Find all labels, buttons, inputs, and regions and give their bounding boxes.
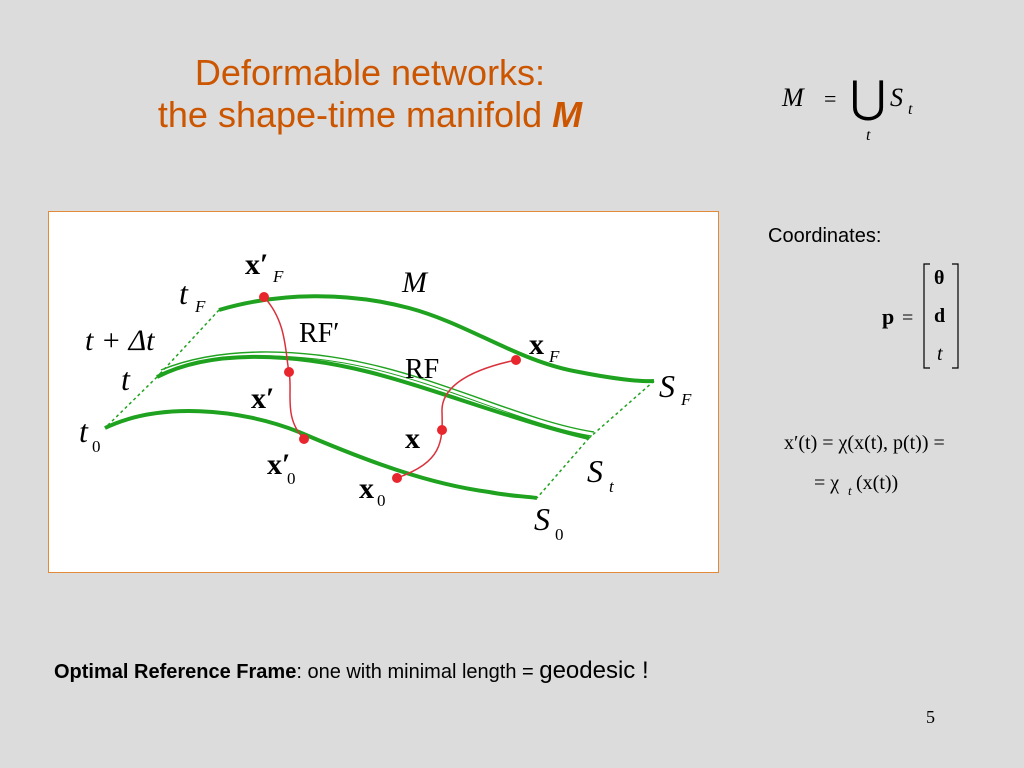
deformation-line-2-rest: (x(t)) <box>856 472 898 494</box>
path-RF-prime <box>263 296 305 440</box>
label-xF: x <box>529 328 544 361</box>
label-t-plus-dt: t + Δt <box>85 324 155 357</box>
label-SF-sub: F <box>680 390 692 409</box>
curve-t-plus-dt-inner <box>158 355 593 437</box>
manifold-figure: x′ F t F M t + Δt RF′ RF x F t x′ S F t … <box>48 211 719 573</box>
label-tF: t <box>179 275 189 311</box>
eq-lhs: M <box>781 83 805 112</box>
manifold-union-svg: M = ⋃ t S t <box>781 73 913 144</box>
label-St-sub: t <box>609 477 615 496</box>
label-SF: S <box>659 368 675 404</box>
footnote-bold: Optimal Reference Frame <box>54 661 297 683</box>
deformation-equation-svg: x′(t) = χ(x(t), p(t)) = = χ t (x(t)) <box>784 432 945 498</box>
footnote-end: ! <box>635 657 649 684</box>
slide-title: Deformable networks: the shape-time mani… <box>60 52 680 136</box>
p-equals: = <box>902 307 913 329</box>
vector-entry-d: d <box>934 305 945 327</box>
label-t0-sub: 0 <box>92 437 101 456</box>
label-xF-sub: F <box>548 347 560 366</box>
deformation-line-1: x′(t) = χ(x(t), p(t)) = <box>784 432 945 454</box>
label-M: M <box>401 266 429 299</box>
label-RF: RF <box>405 354 439 385</box>
vector-entry-t: t <box>937 343 943 365</box>
deformation-line-2-sub: t <box>848 483 852 498</box>
eq-rhs-subscript: t <box>908 101 913 118</box>
bracket-right <box>952 263 959 369</box>
title-line-1: Deformable networks: <box>194 52 546 93</box>
title-line-2: the shape-time manifold M <box>60 94 680 136</box>
point-x0-prime <box>299 434 309 444</box>
coordinate-vector-svg: p = θ d t <box>882 263 959 369</box>
footnote-text: : one with minimal length = <box>296 661 540 683</box>
deformation-equation: x′(t) = χ(x(t), p(t)) = = χ t (x(t)) <box>780 425 1015 511</box>
coordinate-vector: p = θ d t <box>880 262 970 380</box>
label-x0-sub: 0 <box>377 491 386 510</box>
label-St: S <box>587 453 603 489</box>
edge-left-lower <box>104 376 158 429</box>
union-symbol: ⋃ <box>850 73 886 122</box>
label-RF-prime: RF′ <box>299 318 339 349</box>
label-t0: t <box>79 413 89 449</box>
point-xF-prime <box>259 292 269 302</box>
edge-right-lower <box>536 437 590 499</box>
curve-t0 <box>104 409 538 500</box>
label-x0-prime-sub: 0 <box>287 469 296 488</box>
edge-right-upper <box>588 380 655 439</box>
union-subscript: t <box>866 127 871 144</box>
point-x0 <box>392 473 402 483</box>
manifold-diagram: x′ F t F M t + Δt RF′ RF x F t x′ S F t … <box>79 248 692 544</box>
manifold-union-equation: M = ⋃ t S t <box>780 70 940 157</box>
point-x-prime <box>284 367 294 377</box>
label-xF-prime: x′ <box>245 248 268 281</box>
footnote-geodesic: geodesic <box>539 657 636 684</box>
coordinates-label: Coordinates: <box>768 225 882 247</box>
page-number: 5 <box>926 707 935 727</box>
label-x0-prime: x′ <box>267 448 290 481</box>
label-x: x <box>405 422 420 455</box>
path-RF <box>396 359 517 479</box>
curve-t-plus-dt-outer <box>160 351 595 433</box>
label-S0: S <box>534 501 550 537</box>
deformation-line-2: = χ <box>814 472 839 494</box>
title-manifold-symbol: M <box>552 94 583 135</box>
vector-entry-theta: θ <box>934 267 944 289</box>
label-S0-sub: 0 <box>555 525 564 544</box>
point-xF <box>511 355 521 365</box>
title-line-2-text: the shape-time manifold <box>157 94 553 135</box>
eq-rhs: S <box>890 83 903 112</box>
label-x-prime: x′ <box>251 382 274 415</box>
label-x0: x <box>359 472 374 505</box>
p-symbol: p <box>882 304 894 329</box>
label-t: t <box>121 361 131 397</box>
footnote: Optimal Reference Frame: one with minima… <box>54 657 649 685</box>
point-x <box>437 425 447 435</box>
bracket-left <box>923 263 930 369</box>
label-xF-prime-sub: F <box>272 267 284 286</box>
label-tF-sub: F <box>194 297 206 316</box>
eq-equals: = <box>824 86 836 111</box>
curve-tF <box>218 294 655 384</box>
